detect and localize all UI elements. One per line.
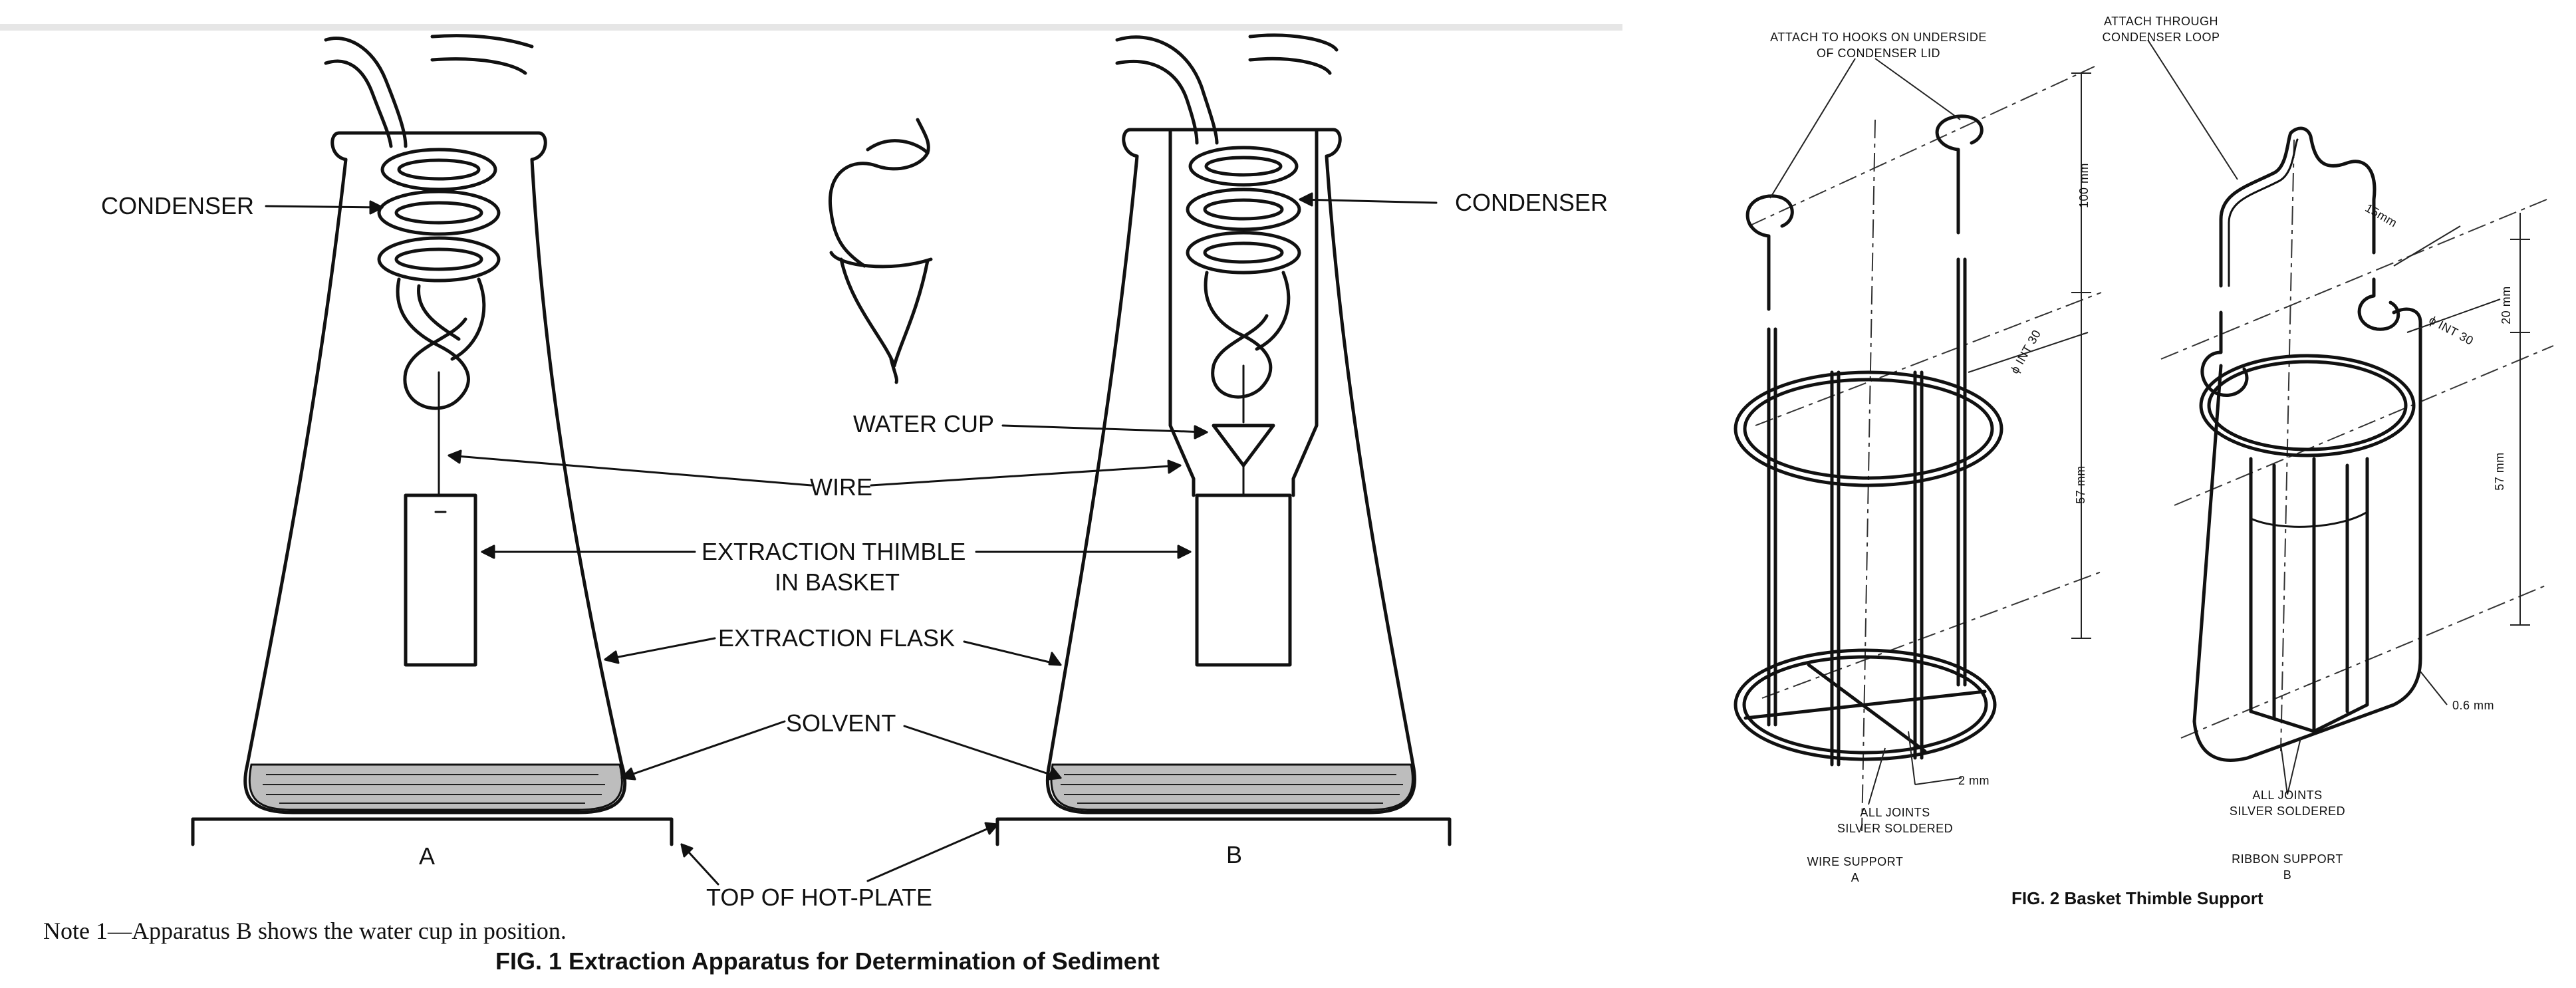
ribbon-outer [2192, 307, 2422, 762]
page-top-rule [0, 24, 1622, 31]
label-wire-support-line2: A [1851, 871, 1860, 884]
ribbon-top-ring [2199, 354, 2416, 457]
label-ribbon-support: RIBBON SUPPORT B [2221, 851, 2354, 883]
water-cup-detail [829, 118, 933, 384]
hook-left [1745, 194, 1794, 311]
solvent-a [248, 763, 623, 811]
dim-20mm: 20 mm [2499, 286, 2513, 324]
label-joints-b-line1: ALL JOINTS [2252, 789, 2323, 802]
fig1-caption: FIG. 1 Extraction Apparatus for Determin… [495, 947, 1160, 975]
top-ring [1734, 370, 2003, 487]
label-solvent: SOLVENT [786, 709, 896, 737]
label-apparatus-b: B [1226, 841, 1243, 868]
apparatus-a-drawing [191, 34, 674, 846]
thimble-b [1195, 493, 1292, 667]
fig1-leader-lines [265, 192, 1438, 886]
hot-plate-b [995, 817, 1452, 846]
label-joints-b: ALL JOINTS SILVER SOLDERED [2214, 787, 2361, 819]
dim-57mm-a: 57 mm [2073, 465, 2087, 504]
label-ribbon-support-line2: B [2283, 868, 2292, 882]
bottom-ring [1734, 648, 1997, 761]
label-apparatus-a: A [419, 842, 436, 870]
label-attach-hooks-line1: ATTACH TO HOOKS ON UNDERSIDE [1770, 31, 1987, 44]
label-condenser-left: CONDENSER [101, 192, 255, 219]
wire-support-drawing [1734, 58, 2102, 832]
label-water-cup: WATER CUP [853, 410, 994, 437]
condenser-coil-a [377, 148, 501, 410]
water-cup-b [1212, 424, 1275, 467]
condenser-tube-a [324, 37, 408, 148]
label-top-of-hot-plate: TOP OF HOT-PLATE [706, 884, 933, 911]
label-wire-support: WIRE SUPPORT A [1795, 854, 1915, 886]
flask-b [1045, 128, 1416, 814]
label-thimble-line1: EXTRACTION THIMBLE [702, 538, 966, 565]
label-attach-hooks: ATTACH TO HOOKS ON UNDERSIDE OF CONDENSE… [1769, 29, 1988, 61]
flask-a [243, 131, 627, 814]
dim-06mm: 0.6 mm [2452, 699, 2495, 712]
hook-right [1935, 114, 1984, 235]
label-joints-a: ALL JOINTS SILVER SOLDERED [1822, 804, 1968, 836]
label-ribbon-support-line1: RIBBON SUPPORT [2232, 852, 2343, 866]
condenser-loop-wire [2219, 126, 2377, 288]
fig2-caption: FIG. 2 Basket Thimble Support [2011, 888, 2263, 908]
label-joints-b-line2: SILVER SOLDERED [2229, 804, 2346, 818]
condenser-coil-b [1186, 146, 1301, 399]
dim-2mm: 2 mm [1958, 774, 1990, 787]
label-joints-a-line2: SILVER SOLDERED [1837, 822, 1954, 835]
solvent-b [1050, 763, 1414, 811]
dim-57mm-b: 57 mm [2492, 452, 2506, 491]
label-attach-loop: ATTACH THROUGH CONDENSER LOOP [2095, 13, 2228, 45]
fig1-note: Note 1—Apparatus B shows the water cup i… [43, 918, 567, 944]
label-attach-hooks-line2: OF CONDENSER LID [1816, 47, 1941, 60]
dim-100mm: 100 mm [2077, 162, 2091, 209]
label-joints-a-line1: ALL JOINTS [1860, 806, 1930, 819]
thimble-a [404, 493, 477, 667]
label-wire: WIRE [810, 473, 872, 501]
label-extraction-flask: EXTRACTION FLASK [718, 624, 956, 652]
label-thimble-line2: IN BASKET [775, 568, 900, 596]
label-attach-loop-line1: ATTACH THROUGH [2104, 15, 2218, 28]
hot-plate-a [191, 817, 674, 846]
ribbon-support-drawing [2147, 39, 2554, 795]
label-wire-support-line1: WIRE SUPPORT [1807, 855, 1904, 868]
label-condenser-right: CONDENSER [1455, 189, 1609, 216]
label-attach-loop-line2: CONDENSER LOOP [2102, 31, 2220, 44]
apparatus-b-drawing [995, 33, 1452, 846]
